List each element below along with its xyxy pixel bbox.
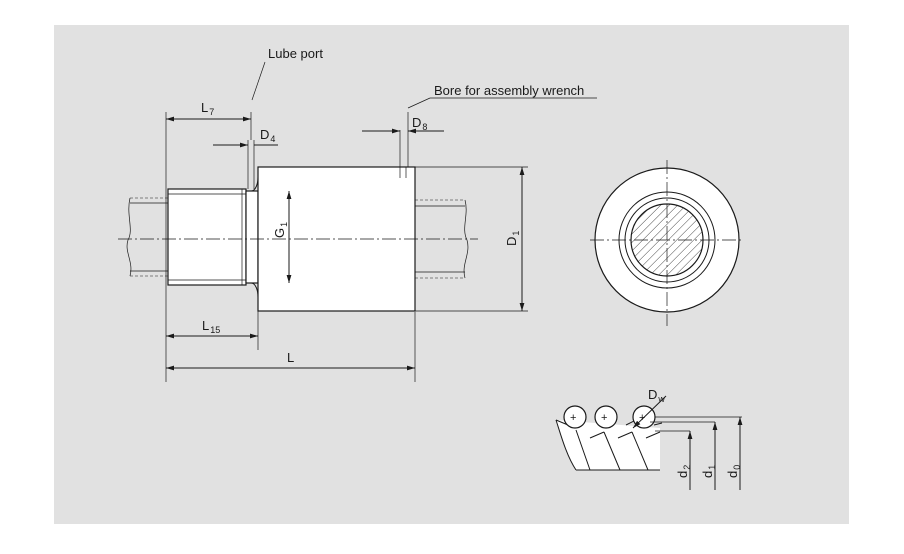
lube-port-leader [251, 61, 266, 101]
threaded-shank [167, 188, 247, 286]
lube-port-label: Lube port [268, 46, 323, 61]
ball-2 [594, 405, 618, 429]
svg-text:+: + [639, 412, 645, 424]
bore-label: Bore for assembly wrench [434, 83, 584, 98]
dim-l15: L15 [202, 318, 220, 335]
side-view [118, 140, 478, 312]
left-screw-shaft [126, 197, 168, 277]
dim-g1: G1 [272, 222, 289, 238]
dim-dw: Dw [648, 387, 665, 404]
bore-leader [407, 97, 431, 109]
dim-d1-small: d1 [700, 465, 717, 478]
dim-d2: d2 [675, 465, 692, 478]
right-screw-shaft [415, 199, 469, 279]
dim-l: L [287, 350, 294, 365]
dim-d0: d0 [725, 465, 742, 478]
side-view-dimensions [165, 61, 597, 382]
dim-d4: D4 [260, 127, 275, 144]
relief-groove [245, 190, 259, 284]
ball-detail-view: + + + Dw d2 d1 d0 [555, 387, 743, 490]
dim-d1: D1 [504, 231, 521, 246]
ball-1 [563, 405, 587, 429]
dim-l7: L7 [201, 100, 214, 117]
svg-text:+: + [601, 412, 607, 424]
side-view-labels: Lube port Bore for assembly wrench L7 D4… [201, 46, 584, 365]
dim-d8: D8 [412, 115, 427, 132]
svg-text:+: + [570, 412, 576, 424]
end-view [590, 160, 744, 326]
